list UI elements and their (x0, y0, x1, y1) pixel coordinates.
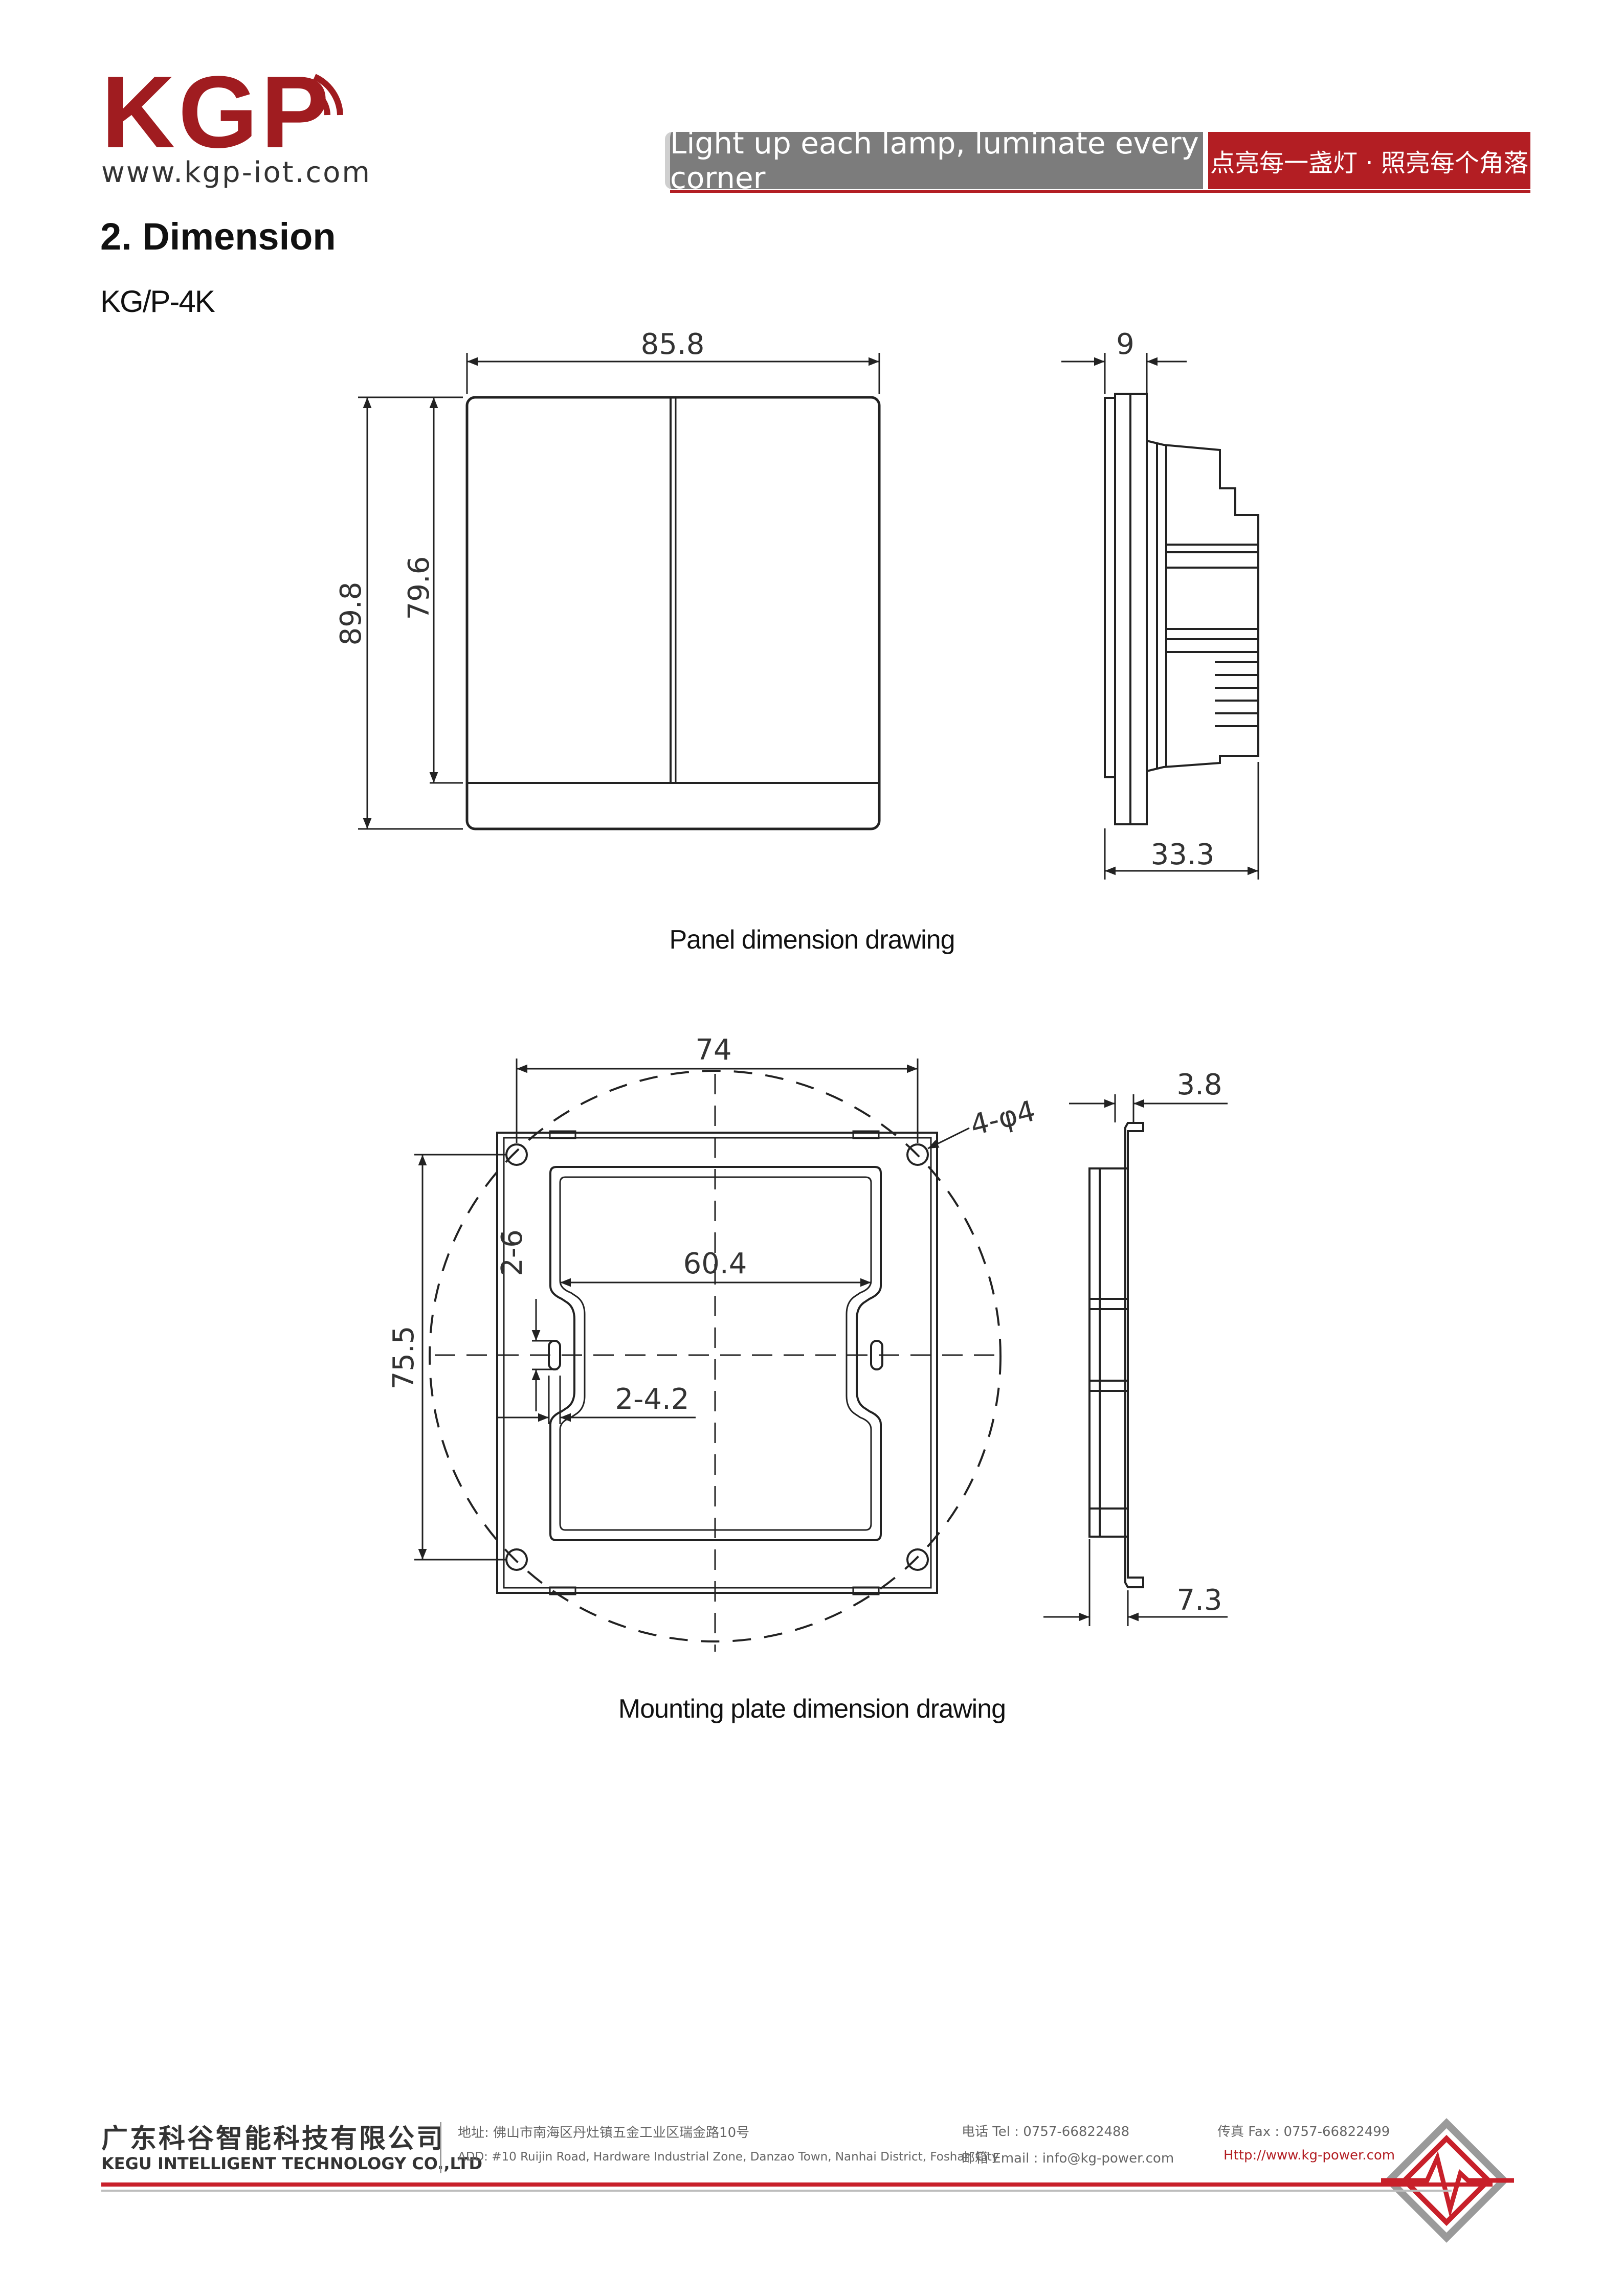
plate-front-view (429, 1070, 1002, 1652)
dim-slot-b-text: 2-4.2 (615, 1383, 689, 1416)
slogan-banner-en: Light up each lamp, luminate every corne… (665, 126, 1203, 195)
dim-holes-text: 4-φ4 (967, 1094, 1038, 1142)
plate-side-view (1088, 1122, 1144, 1588)
slogan-en: Light up each lamp, luminate every corne… (670, 126, 1199, 195)
plate-front-dims (414, 1059, 970, 1561)
slogan-banner-cn: 点亮每一盏灯 · 照亮每个角落 (1208, 132, 1530, 189)
logo-url: www.kgp-iot.com (101, 156, 371, 189)
panel-front-view (465, 396, 881, 830)
panel-drawing-caption: Panel dimension drawing (669, 925, 955, 955)
dim-hole-spacing-text: 74 (695, 1033, 731, 1067)
dim-height-outer-text: 89.8 (335, 582, 368, 646)
slogan-cn: 点亮每一盏灯 · 照亮每个角落 (1210, 149, 1528, 177)
dim-slot-a-text: 2-6 (496, 1229, 529, 1276)
footer-divider (440, 2122, 441, 2173)
panel-side-view (1104, 393, 1259, 825)
footer-rule-red (101, 2182, 1493, 2187)
fax: 传真 Fax : 0757-66822499 (1217, 2124, 1390, 2140)
dim-height-inner-text: 79.6 (403, 556, 436, 620)
dim-side-a-text: 3.8 (1176, 1068, 1222, 1101)
email[interactable]: 邮箱 Email : info@kg-power.com (962, 2151, 1174, 2166)
plate-side-dims (1043, 1094, 1228, 1626)
telephone: 电话 Tel : 0757-66822488 (962, 2124, 1130, 2140)
plate-drawing-caption: Mounting plate dimension drawing (618, 1694, 1006, 1724)
panel-side-dims (1061, 353, 1259, 880)
section-title: 2. Dimension (100, 215, 336, 258)
address-cn: 地址: 佛山市南海区丹灶镇五金工业区瑞金路10号 (458, 2125, 750, 2141)
website-link[interactable]: Http://www.kg-power.com (1223, 2148, 1395, 2163)
footer-rule-grey (101, 2190, 1452, 2192)
footer-logo-icon (1381, 2118, 1514, 2243)
dim-thickness-text: 9 (1116, 328, 1134, 361)
address-en: ADD: #10 Ruijin Road, Hardware Industria… (458, 2150, 999, 2164)
model-label: KG/P-4K (100, 284, 215, 319)
company-name-en: KEGU INTELLIGENT TECHNOLOGY CO.,LTD (101, 2154, 483, 2173)
panel-front-dims (358, 353, 880, 830)
dim-inner-width-text: 60.4 (683, 1247, 747, 1280)
company-logo: KGP (101, 55, 332, 169)
company-name-cn: 广东科谷智能科技有限公司 (101, 2124, 446, 2154)
dim-width-text: 85.8 (641, 328, 705, 361)
slogan-underline (670, 190, 1530, 193)
dim-side-b-text: 7.3 (1176, 1584, 1222, 1617)
dim-vertical-text: 75.5 (387, 1326, 420, 1390)
dim-depth-text: 33.3 (1151, 838, 1215, 871)
